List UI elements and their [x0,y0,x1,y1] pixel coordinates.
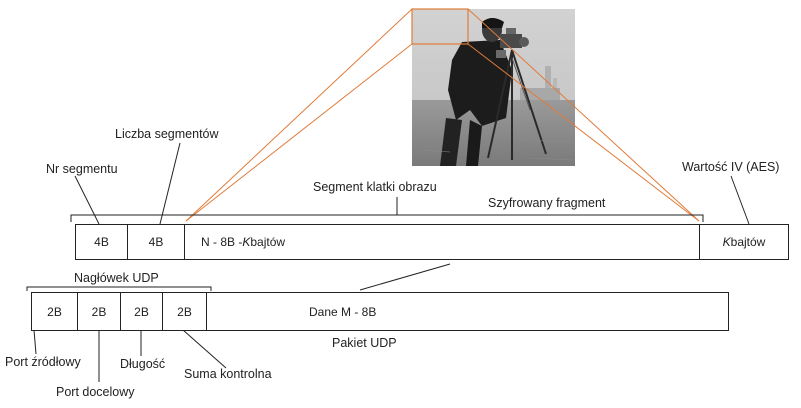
cell-data: Dane M - 8B [207,292,729,331]
iv-var: K [722,235,731,249]
top-leaders [74,142,750,225]
cameraman-photo [412,9,575,166]
cell-checksum: 2B [163,292,207,331]
cell-payload: N - 8B - K bajtów [185,224,700,260]
label-port-docelowy: Port docelowy [56,385,135,399]
payload-var: K [242,235,251,249]
cell-length: 2B [121,292,163,331]
label-liczba-segmentow: Liczba segmentów [115,127,219,141]
cell-dst-port: 2B [78,292,121,331]
row-connector [359,263,451,291]
cell-iv: K bajtów [700,224,789,260]
label-naglowek-udp: Nagłówek UDP [74,271,159,285]
cell-src-port: 2B [31,292,78,331]
cell-liczba-segmentow: 4B [128,224,185,260]
label-nr-segmentu: Nr segmentu [46,162,118,176]
label-suma-kontrolna: Suma kontrolna [184,367,272,381]
label-dlugosc: Długość [120,357,166,371]
zoom-indicator [185,8,700,222]
label-port-zrodlowy: Port źródłowy [5,355,81,369]
bottom-leaders [33,329,227,382]
label-wartosc-iv: Wartość IV (AES) [682,160,780,174]
payload-prefix: N - 8B - [201,235,243,249]
label-szyfrowany-fragment: Szyfrowany fragment [488,196,606,210]
payload-suffix: bajtów [250,235,286,249]
udp-header-brace [26,286,212,291]
label-pakiet-udp: Pakiet UDP [332,336,397,350]
iv-suffix: bajtów [730,235,766,249]
label-segment-klatki: Segment klatki obrazu [313,180,437,194]
segment-brace [70,197,704,222]
cell-nr-segmentu: 4B [75,224,128,260]
